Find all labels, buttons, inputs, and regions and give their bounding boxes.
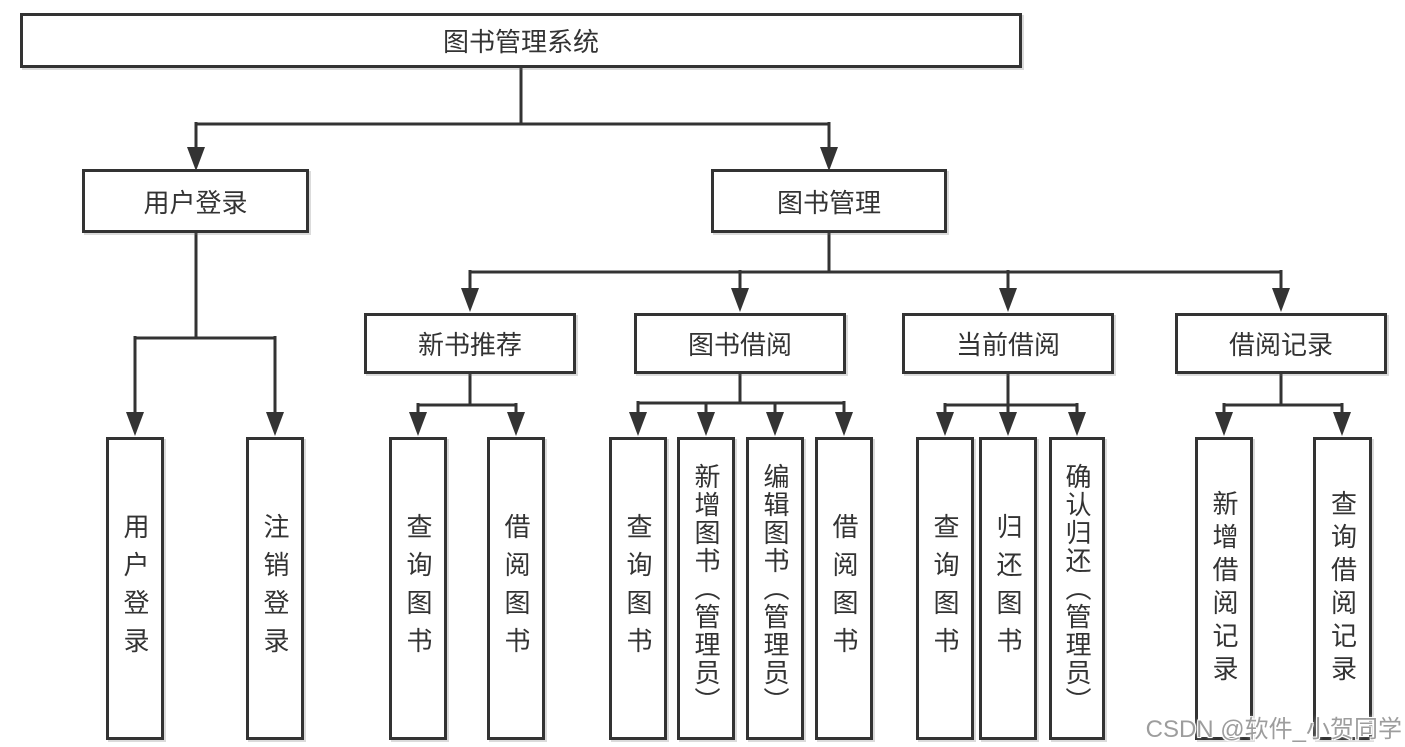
leaf-label: 查询借阅记录 [1327, 489, 1358, 688]
leaf-add-book-admin: 新增图书（管理员） [677, 437, 735, 740]
leaf-label: 归还图书 [993, 512, 1023, 665]
leaf-confirm-return-admin: 确认归还（管理员） [1049, 437, 1105, 740]
node-borrow-records: 借阅记录 [1175, 313, 1387, 374]
leaf-query-borrow-record: 查询借阅记录 [1313, 437, 1372, 740]
leaf-add-borrow-record: 新增借阅记录 [1195, 437, 1253, 740]
leaf-label: 确认归还（管理员） [1062, 462, 1092, 715]
leaf-label: 新增借阅记录 [1209, 489, 1239, 688]
leaf-label: 新增图书（管理员） [691, 462, 721, 715]
node-label: 图书借阅 [687, 330, 792, 360]
node-label: 图书管理 [776, 187, 881, 218]
node-label: 借阅记录 [1228, 330, 1333, 360]
leaf-label: 注销登录 [260, 512, 290, 665]
leaf-query-books-borrowing: 查询图书 [609, 437, 667, 740]
leaf-edit-book-admin: 编辑图书（管理员） [746, 437, 804, 740]
node-new-book-recommend: 新书推荐 [364, 313, 576, 374]
leaf-label: 查询图书 [930, 512, 960, 665]
node-label: 当前借阅 [955, 330, 1060, 360]
leaf-borrow-books-borrowing: 借阅图书 [815, 437, 873, 740]
node-label: 图书管理系统 [442, 27, 599, 57]
leaf-label: 借阅图书 [501, 512, 531, 665]
node-current-borrowing: 当前借阅 [902, 313, 1114, 374]
leaf-label: 查询图书 [623, 512, 653, 665]
leaf-query-books-current: 查询图书 [916, 437, 974, 740]
leaf-return-book: 归还图书 [979, 437, 1037, 740]
leaf-borrow-books-recommend: 借阅图书 [487, 437, 545, 740]
leaf-label: 编辑图书（管理员） [760, 462, 790, 715]
node-library-system: 图书管理系统 [20, 13, 1022, 68]
leaf-label: 借阅图书 [829, 512, 859, 665]
leaf-user-login: 用户登录 [106, 437, 164, 740]
watermark: CSDN @软件_小贺同学 [1145, 716, 1402, 743]
node-book-borrowing: 图书借阅 [634, 313, 846, 374]
node-label: 用户登录 [143, 187, 248, 218]
leaf-label: 查询图书 [403, 512, 433, 665]
leaf-query-books-recommend: 查询图书 [389, 437, 447, 740]
node-label: 新书推荐 [417, 330, 522, 360]
leaf-logout: 注销登录 [246, 437, 304, 740]
leaf-label: 用户登录 [120, 512, 150, 665]
node-book-management: 图书管理 [711, 169, 947, 233]
node-user-login: 用户登录 [82, 169, 309, 233]
